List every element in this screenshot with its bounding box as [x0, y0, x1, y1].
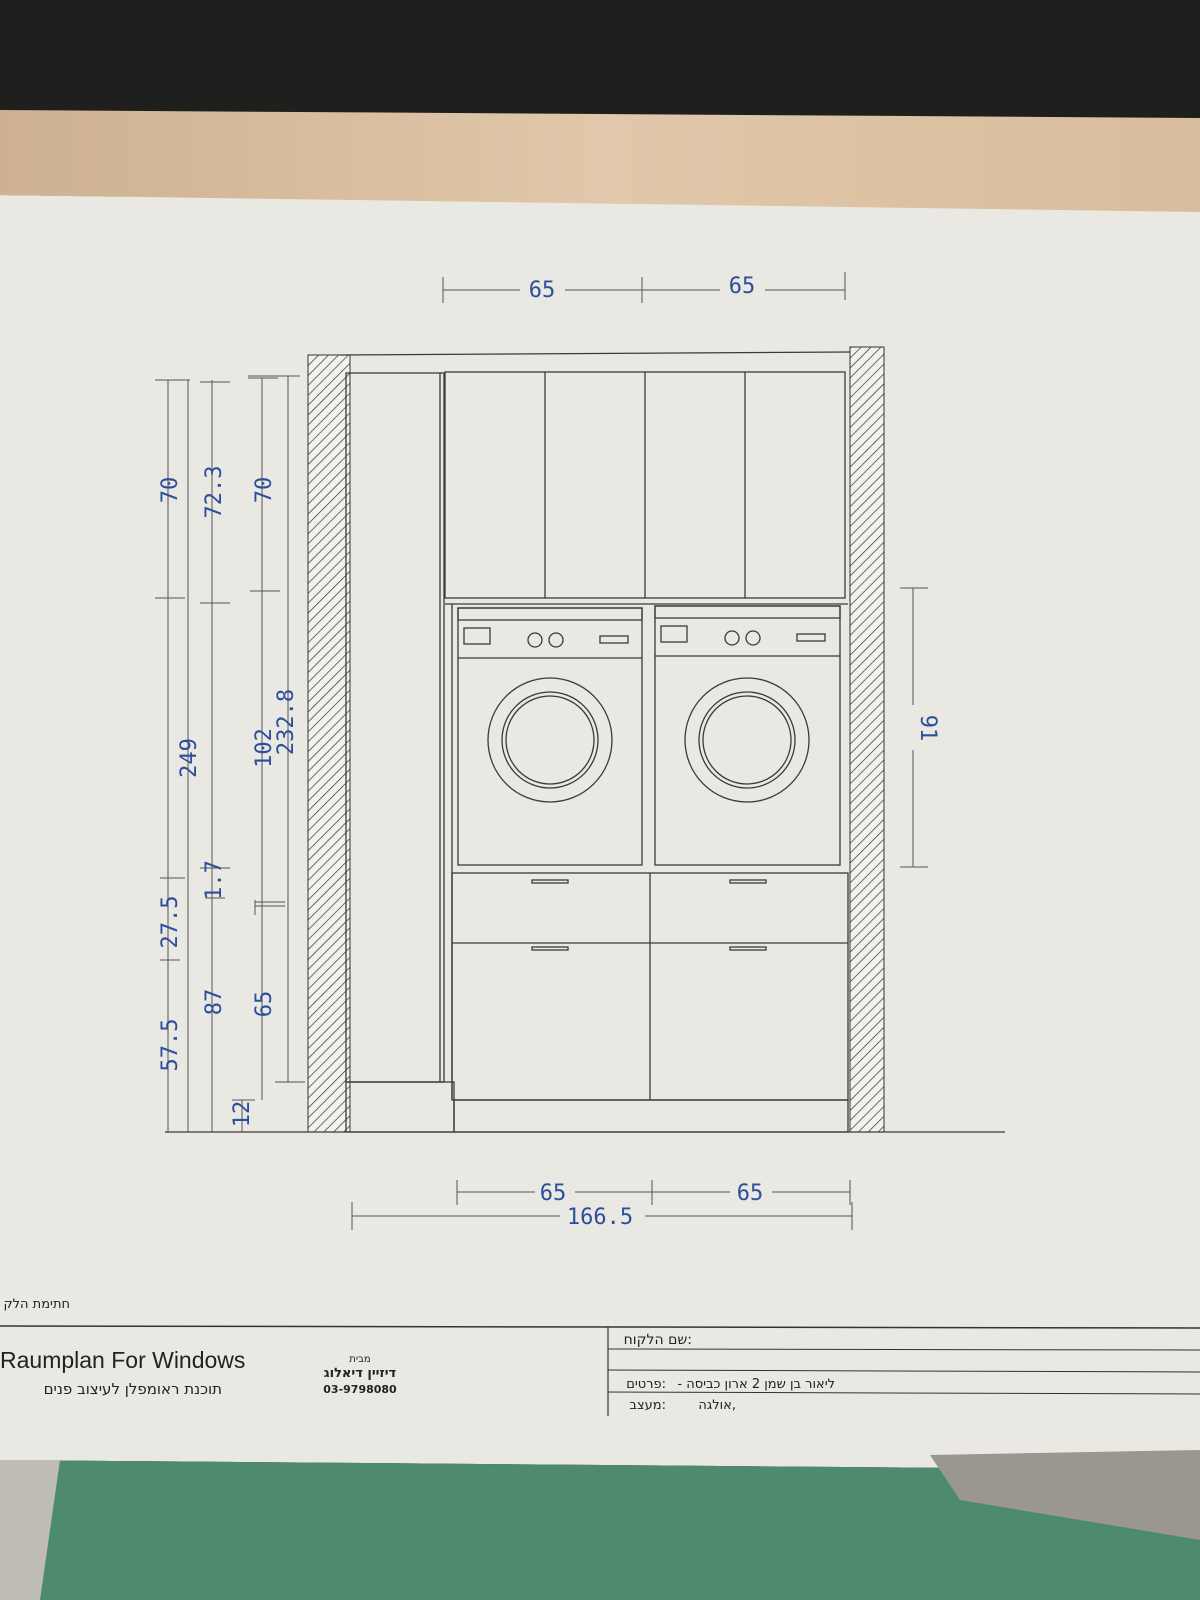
company-name: דיזיין דיאלוג: [324, 1366, 397, 1381]
title-block: חתימת הלק Raumplan For Windows תוכנת ראו…: [0, 1297, 1200, 1416]
from-label: מבית: [349, 1354, 370, 1365]
signature-label: חתימת הלק: [3, 1297, 70, 1312]
dim-102: 102: [252, 728, 277, 768]
washing-machine-right: [654, 605, 841, 866]
top-dimension: 65 65: [442, 272, 846, 303]
designer-value: אולגה,: [698, 1398, 736, 1413]
dim-65-left: 65: [252, 991, 277, 1018]
dim-right-height: 91: [915, 715, 940, 742]
company-phone: 03-9798080: [323, 1383, 397, 1396]
left-dimensions: 57.5 27.5 70 249 87 1.7 72.3 12 65 102 7…: [155, 375, 305, 1132]
details-value: - ליאור בן שמן 2 ארון כביסה: [677, 1377, 835, 1392]
left-wall: [307, 354, 351, 1133]
dim-232-8: 232.8: [274, 689, 299, 755]
software-subtitle: תוכנת ראומפלן לעיצוב פנים: [44, 1380, 222, 1398]
dim-87: 87: [202, 989, 227, 1016]
designer-label: מעצב:: [629, 1398, 666, 1413]
dim-bottom-right: 65: [737, 1181, 764, 1206]
drawer-units: [451, 872, 849, 1133]
green-fabric: [0, 1460, 1200, 1600]
right-wall: [849, 346, 885, 1133]
right-dimension: 91: [900, 587, 940, 868]
dim-bottom-total: 166.5: [567, 1205, 633, 1230]
dim-1-7: 1.7: [202, 860, 227, 900]
software-name: Raumplan For Windows: [0, 1347, 245, 1373]
ceiling-line: [339, 351, 851, 356]
client-label: שם הלקוח:: [624, 1332, 692, 1348]
dim-12: 12: [230, 1101, 255, 1128]
dim-top-left: 65: [529, 278, 556, 303]
dim-57-5: 57.5: [158, 1019, 183, 1072]
dark-background: [0, 0, 1200, 115]
cloth-edge: [0, 1460, 60, 1600]
washing-machine-left: [457, 607, 643, 866]
dim-70-b: 70: [252, 477, 277, 504]
dim-70-a: 70: [158, 477, 183, 504]
dim-27-5: 27.5: [158, 896, 183, 949]
bottom-dimension: 65 65 166.5: [351, 1180, 853, 1230]
wood-table: [0, 110, 1200, 215]
dim-72-3: 72.3: [202, 466, 227, 519]
dim-top-right: 65: [729, 274, 756, 299]
bag-strap: [930, 1450, 1200, 1540]
paper-sheet: [0, 195, 1200, 1470]
dim-249: 249: [177, 738, 202, 778]
details-label: פרטים:: [626, 1377, 666, 1392]
dim-bottom-left: 65: [540, 1181, 567, 1206]
